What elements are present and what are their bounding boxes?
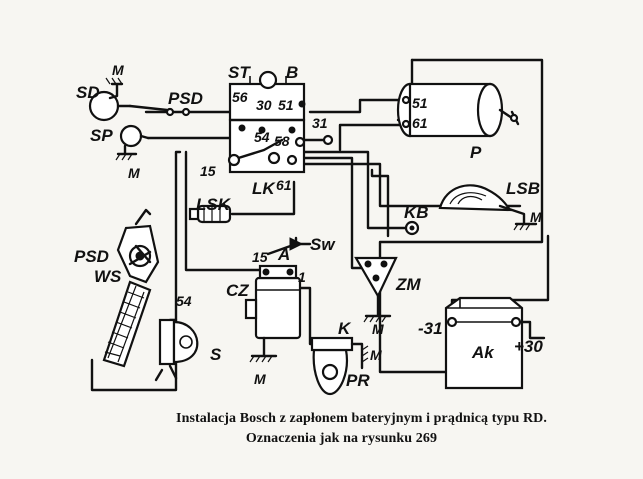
label-lsk: LSK (196, 195, 232, 214)
label-ws: WS (94, 267, 122, 286)
label-t54b: 54 (176, 293, 192, 309)
wire-lsk (230, 180, 296, 216)
ignition-switch-zm (354, 256, 398, 323)
label-t61: 61 (276, 177, 292, 193)
inspection-lamp-lsk (188, 204, 232, 224)
label-sp: SP (90, 126, 113, 145)
label-t15b: 15 (252, 249, 268, 265)
label-m31: -31 (418, 319, 443, 338)
label-t58: 58 (274, 133, 290, 149)
starter-arrow-sw (289, 236, 304, 251)
label-p30: +30 (514, 337, 543, 356)
label-lk: LK (252, 179, 276, 198)
label-t54: 54 (254, 129, 270, 145)
label-t31: 31 (312, 115, 328, 131)
wire-bundle-1 (298, 150, 414, 230)
handlebar-grip (102, 280, 152, 368)
headlamp-sd (88, 77, 132, 122)
label-cz: CZ (226, 281, 249, 300)
label-t30: 30 (256, 97, 272, 113)
parking-lamp-sp (115, 124, 150, 161)
label-m5: M (370, 347, 382, 363)
label-t1: 1 (298, 269, 306, 285)
label-m3: M (530, 209, 542, 225)
wire-coil-feed (184, 150, 264, 272)
headlamp-switch-psd (128, 104, 191, 117)
label-lsb: LSB (506, 179, 540, 198)
label-psd2: PSD (74, 247, 109, 266)
wire-left-loop (90, 150, 182, 392)
wire-switch-to-generator (308, 98, 402, 114)
label-s: S (210, 345, 222, 364)
wire-generator-bottom (338, 123, 407, 152)
label-a: A (277, 245, 290, 264)
generator-p (396, 82, 520, 138)
label-p51: 51 (412, 95, 428, 111)
label-t51: 51 (278, 97, 294, 113)
label-t15a: 15 (200, 163, 216, 179)
label-ak: Ak (471, 343, 495, 362)
wire-outer-loop (378, 58, 544, 374)
label-m2: M (128, 165, 140, 181)
label-t56: 56 (232, 89, 248, 105)
handlebar-switch (116, 208, 160, 284)
contact-breaker-k (310, 336, 369, 396)
figure-caption-note: Oznaczenia jak na rysunku 269 (245, 431, 438, 446)
label-m6: M (372, 321, 384, 337)
horn-s (154, 318, 199, 382)
label-m4: M (254, 371, 266, 387)
wire-bundle-4 (370, 168, 390, 238)
label-psd1: PSD (168, 89, 203, 108)
label-zm: ZM (395, 275, 421, 294)
label-p: P (470, 143, 482, 162)
label-kb: KB (404, 203, 429, 222)
label-sw: Sw (310, 235, 336, 254)
brake-switch-kb (404, 220, 420, 236)
label-m1: M (112, 62, 124, 78)
label-p61: 61 (412, 115, 428, 131)
label-sd: SD (76, 83, 100, 102)
rear-lamp-lsb (438, 184, 538, 231)
ignition-coil-cz (244, 264, 302, 363)
label-st: ST (228, 63, 251, 82)
figure-caption-title: Instalacja Bosch z zapłonem bateryjnym i… (176, 411, 547, 426)
label-k: K (338, 319, 352, 338)
wire-coil-breaker (298, 286, 324, 346)
ignition-switch-st (227, 70, 334, 174)
battery-ak (444, 296, 524, 390)
label-pr: PR (346, 371, 370, 390)
label-b: B (286, 63, 298, 82)
